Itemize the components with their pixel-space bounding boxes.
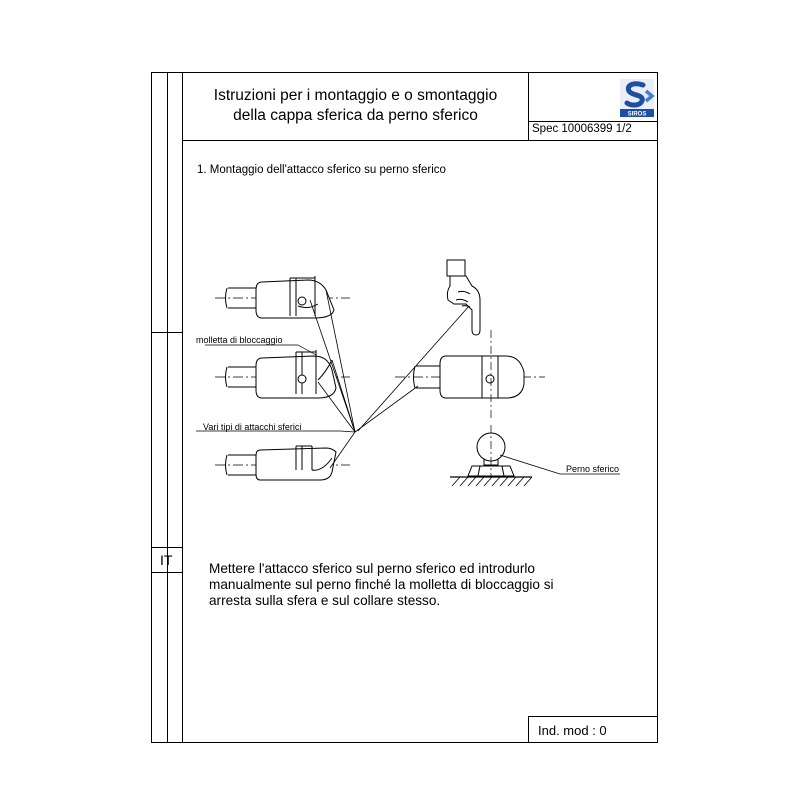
left-margin-line [167, 72, 168, 743]
section-heading: 1. Montaggio dell'attacco sferico su per… [197, 164, 446, 176]
document-frame [151, 72, 658, 743]
revision-index: Ind. mod : 0 [538, 723, 607, 738]
ball-joint-3 [215, 445, 350, 481]
indmod-left-line [528, 716, 529, 743]
siros-logo-icon: SIROS [620, 79, 655, 118]
label-tipi-attacchi: Vari tipi di attacchi sferici [203, 422, 302, 432]
ball-stud [450, 425, 620, 487]
label-molletta: molletta di bloccaggio [196, 335, 283, 345]
instruction-line-2: manualmente sul perno finché la molletta… [209, 577, 554, 592]
instruction-line-1: Mettere l'attacco sferico sul perno sfer… [209, 561, 535, 576]
ball-joint-assembled [395, 330, 545, 420]
spec-top-line [528, 121, 658, 122]
svg-text:SIROS: SIROS [628, 112, 647, 118]
margin-divider-3 [151, 572, 183, 573]
document-title: Istruzioni per i montaggio e o smontaggi… [183, 86, 528, 126]
header-bottom-line [182, 140, 658, 141]
margin-divider-1 [151, 332, 183, 333]
ball-joint-1 [215, 276, 350, 319]
siros-logo: SIROS [620, 79, 655, 118]
ball-joint-2 [205, 344, 350, 399]
indmod-top-line [528, 716, 658, 717]
label-perno-sferico: Perno sferico [566, 464, 620, 474]
language-code: IT [160, 552, 173, 568]
content-left-line [182, 72, 183, 743]
hand-pointing-icon [446, 259, 481, 336]
leader-lines [196, 289, 479, 469]
spec-number: Spec 10006399 1/2 [532, 123, 632, 135]
instruction-text: Mettere l'attacco sferico sul perno sfer… [209, 561, 639, 609]
title-line-1: Istruzioni per i montaggio e o smontaggi… [213, 87, 498, 104]
instruction-line-3: arresta sulla sfera e sul collare stesso… [209, 593, 441, 608]
margin-divider-2 [151, 547, 183, 548]
title-line-2: della cappa sferica da perno sferico [233, 107, 478, 124]
header-divider-line [528, 72, 529, 140]
